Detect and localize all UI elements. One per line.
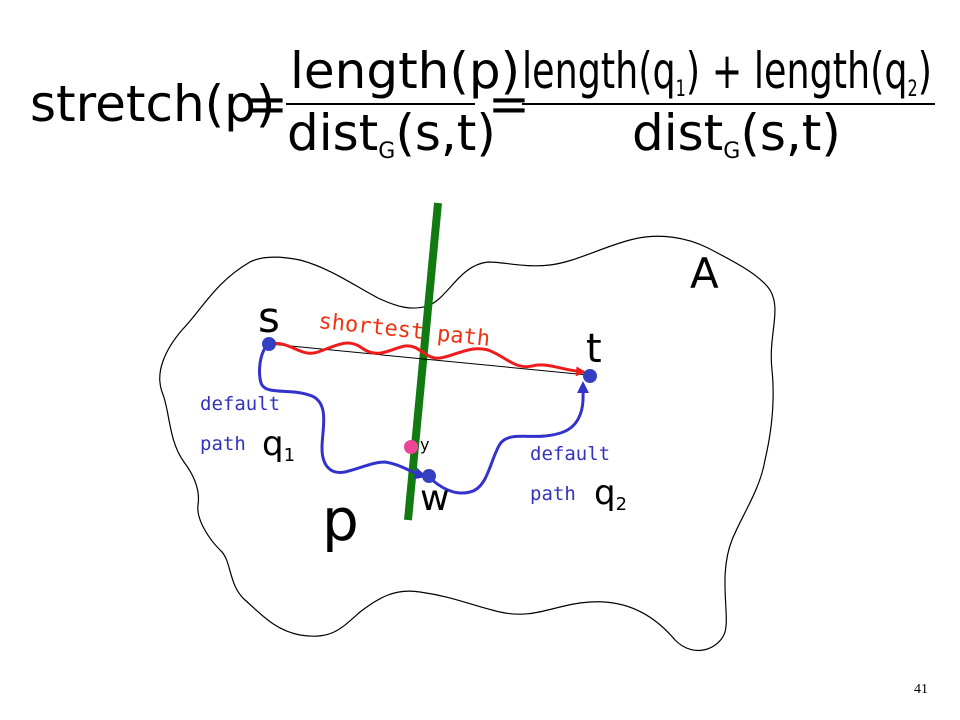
node-w-label: w [420, 478, 449, 519]
frac1-denominator: distG(s,t) [287, 104, 496, 164]
region-a-outline [159, 235, 776, 651]
default-q1-var: q1 [262, 424, 295, 466]
node-s-label: s [258, 293, 280, 342]
node-t-label: t [586, 326, 602, 372]
default-q1-line2: path [200, 433, 246, 455]
default-q1-line1: default [200, 393, 280, 415]
region-label-a: A [690, 249, 719, 298]
stretch-formula: stretch(p) = length(p) distG(s,t) = leng… [30, 42, 935, 164]
node-w-dot [422, 469, 436, 483]
default-q2-var: q2 [594, 473, 627, 515]
node-s-dot [262, 337, 276, 351]
separator-line [404, 202, 442, 521]
default-path-q1-curve [258, 342, 427, 480]
frac1-numerator: length(p) [290, 42, 520, 100]
frac2-numerator: length(q1) + length(q2) [522, 42, 932, 102]
page-number: 41 [914, 682, 928, 697]
default-q2-line1: default [530, 443, 610, 465]
node-y-dot [404, 440, 418, 454]
node-y-label: y [420, 435, 429, 454]
default-path-q2-curve [426, 381, 590, 495]
node-t-dot [583, 369, 597, 383]
formula-equals-1: = [246, 75, 288, 133]
straight-line-s-t [269, 343, 589, 376]
shortest-path-curve [269, 341, 586, 377]
frac2-denominator: distG(s,t) [632, 104, 841, 164]
formula-lhs: stretch(p) [30, 75, 275, 133]
path-p-label: p [322, 486, 359, 554]
default-q2-line2: path [530, 483, 576, 505]
